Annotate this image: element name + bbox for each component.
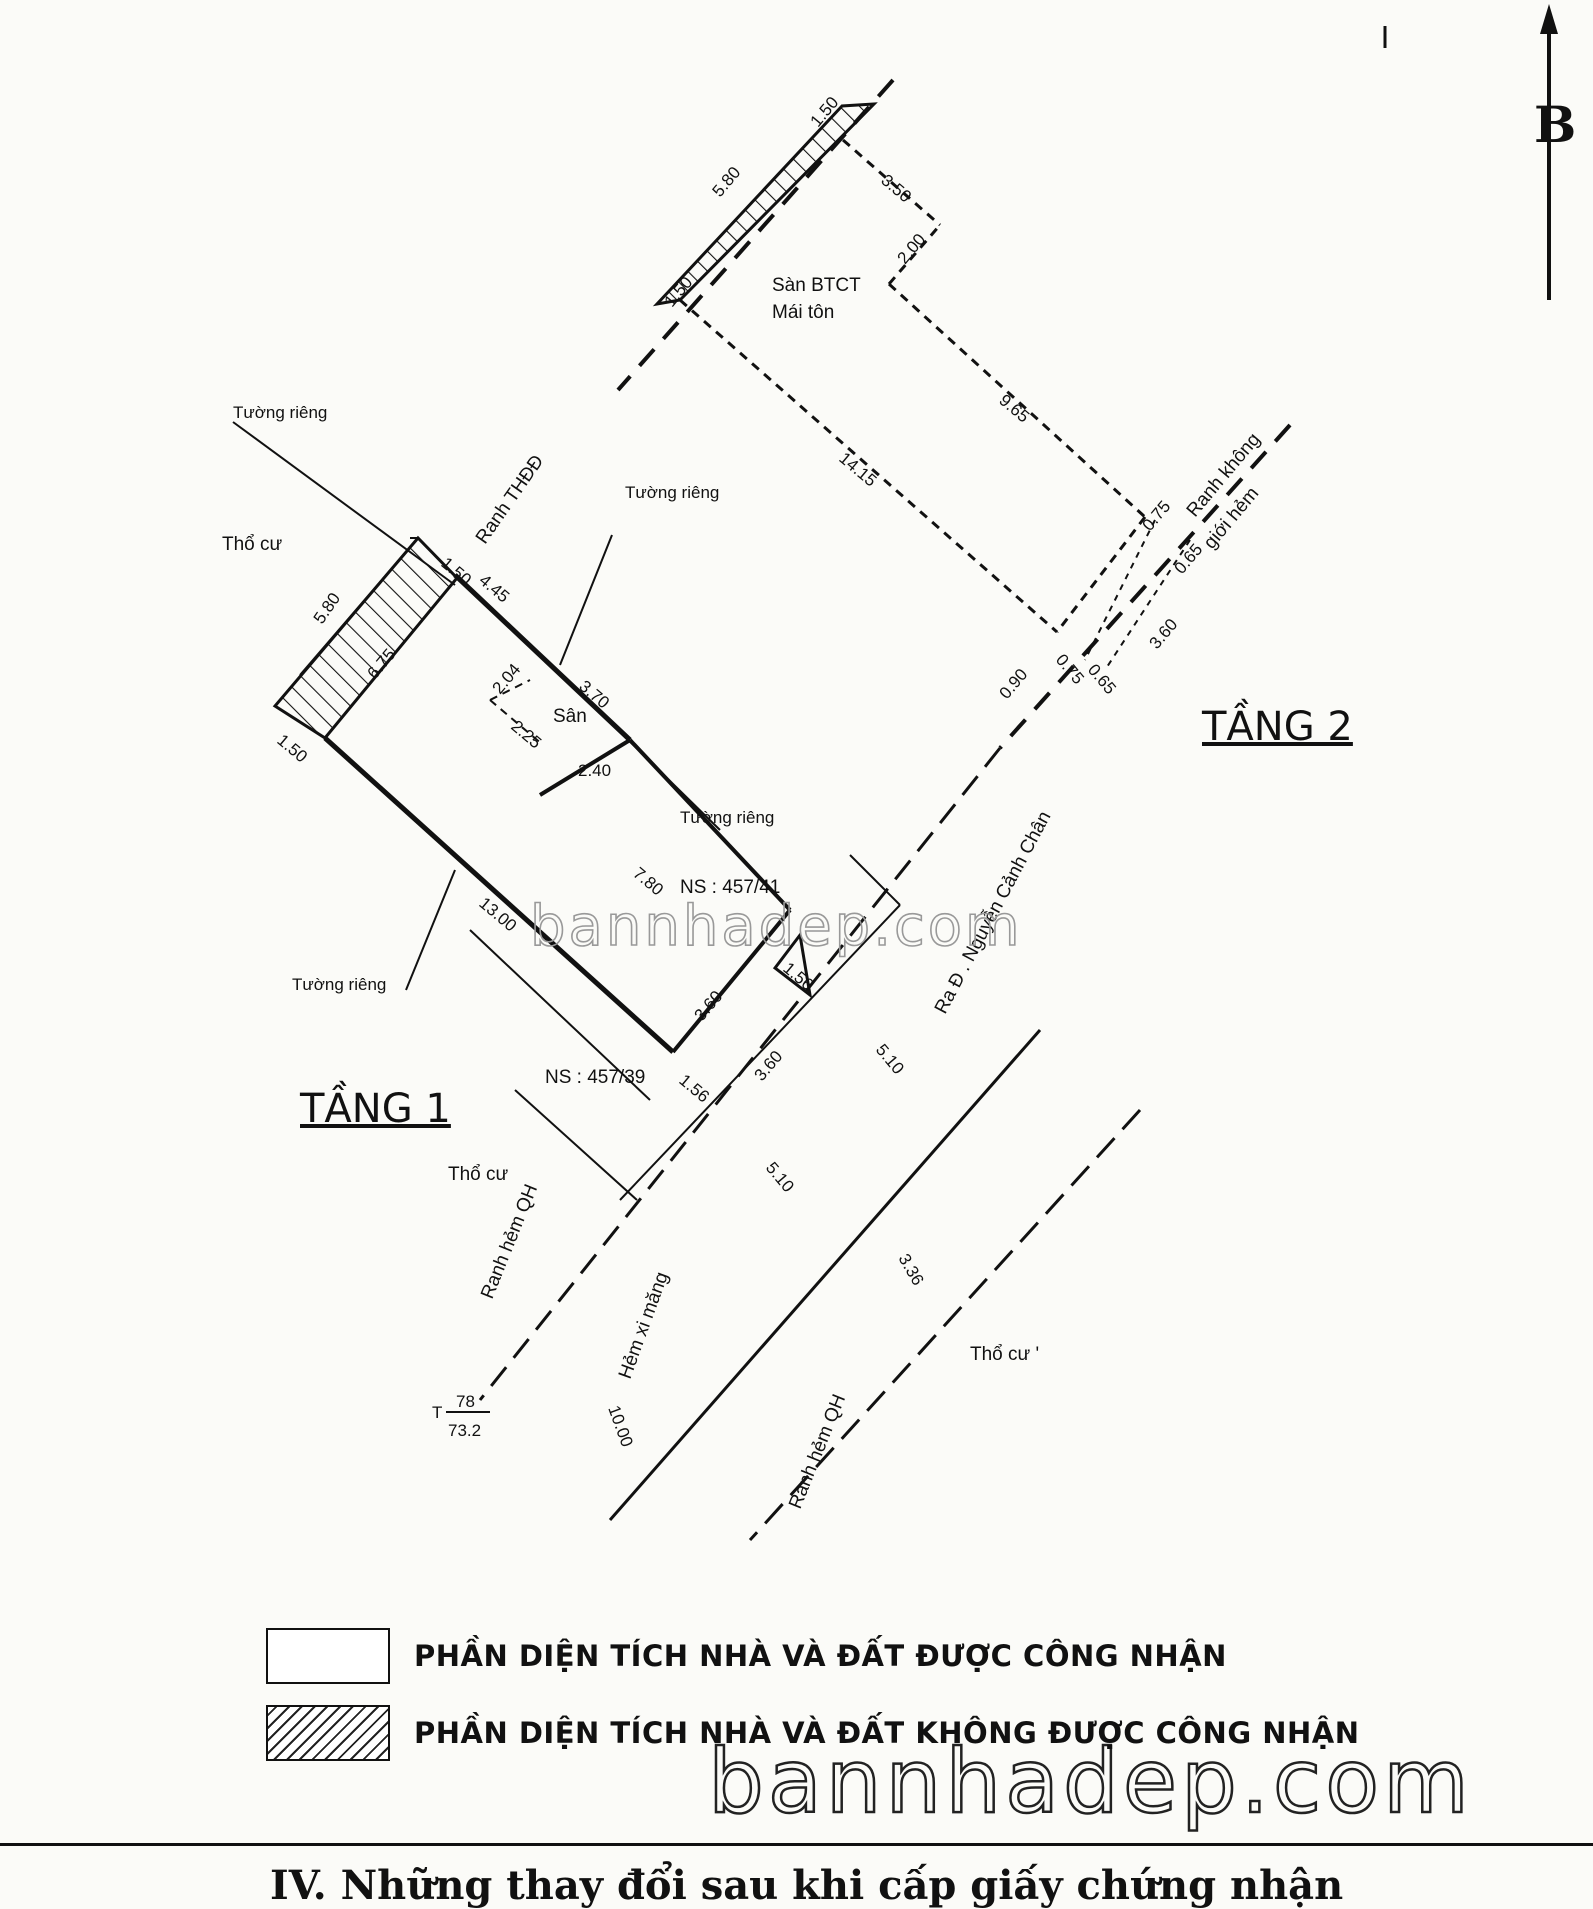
dim-240: 2.40 — [578, 761, 611, 780]
label-tuong-rieng-1: Tường riêng — [233, 403, 327, 422]
label-ns2: NS : 457/39 — [545, 1067, 645, 1088]
north-arrow — [1540, 4, 1558, 300]
dim-204: 2.04 — [489, 660, 525, 698]
dim-065b: 0.65 — [1084, 660, 1120, 698]
dim-965: 9.65 — [995, 391, 1033, 427]
dim-1000: 10.00 — [604, 1403, 636, 1449]
label-ns1: NS : 457/41 — [680, 877, 780, 898]
label-mai-ton: Mái tôn — [772, 302, 834, 323]
dim-580a: 5.80 — [709, 163, 745, 201]
label-ranh-thdd: Ranh THĐĐ — [472, 451, 548, 548]
label-san-btct: Sàn BTCT — [772, 275, 861, 296]
dim-200: 2.00 — [894, 230, 930, 268]
dim-065a: 0.65 — [1171, 540, 1207, 578]
floor-label-tang1: TẦNG 1 — [299, 1080, 451, 1132]
label-tho-cu-3: Thổ cư ' — [970, 1344, 1039, 1365]
dim-360a: 3.60 — [1146, 615, 1182, 653]
dim-156a: 1.56 — [779, 959, 817, 995]
elevation-t: T — [432, 1403, 442, 1422]
dim-1415: 14.15 — [835, 449, 880, 491]
dim-075a: 0.75 — [1139, 497, 1175, 535]
label-hem-xi-mang: Hẻm xi măng — [615, 1269, 673, 1381]
label-tuong-rieng-4: Tường riêng — [292, 975, 386, 994]
floor-label-tang2: TẦNG 2 — [1201, 698, 1353, 750]
legend-recognized: PHẦN DIỆN TÍCH NHÀ VÀ ĐẤT ĐƯỢC CÔNG NHẬN — [266, 1628, 1227, 1684]
hatched-area-tang1 — [272, 535, 460, 740]
dim-336: 3.36 — [895, 1251, 928, 1289]
legend-not-recognized: PHẦN DIỆN TÍCH NHÀ VÀ ĐẤT KHÔNG ĐƯỢC CÔN… — [266, 1705, 1359, 1761]
dim-510a: 5.10 — [872, 1040, 908, 1078]
label-tuong-rieng-3: Tường riêng — [680, 808, 774, 827]
hatched-area-tang2 — [652, 102, 878, 307]
north-letter: B — [1534, 95, 1576, 154]
label-ranh-hem-qh-2: Ranh hẻm QH — [785, 1391, 850, 1511]
legend-recognized-text: PHẦN DIỆN TÍCH NHÀ VÀ ĐẤT ĐƯỢC CÔNG NHẬN — [414, 1639, 1227, 1673]
dim-510b: 5.10 — [762, 1158, 798, 1196]
tang1-plan — [232, 421, 1142, 1542]
label-tho-cu-2: Thổ cư — [448, 1164, 509, 1185]
legend-swatch-blank — [266, 1628, 390, 1684]
label-tho-cu-1: Thổ cư — [222, 534, 283, 555]
watermark-bottom: bannhadep.com — [708, 1730, 1473, 1833]
tang2-plan — [616, 78, 1292, 750]
dim-1300: 13.00 — [475, 894, 520, 936]
dim-360c: 3.60 — [751, 1047, 787, 1085]
label-tuong-rieng-2: Tường riêng — [625, 483, 719, 502]
legend-not-recognized-text: PHẦN DIỆN TÍCH NHÀ VÀ ĐẤT KHÔNG ĐƯỢC CÔN… — [414, 1716, 1360, 1750]
watermark-center: bannhadep.com — [530, 894, 1023, 959]
dim-090: 0.90 — [996, 665, 1032, 703]
dim-156b: 1.56 — [675, 1071, 713, 1107]
dim-075b: 0.75 — [1052, 650, 1088, 688]
footer-rule — [0, 1843, 1593, 1846]
elevation-top: 78 — [456, 1392, 475, 1411]
elevation-bottom: 73.2 — [448, 1421, 481, 1440]
label-san: Sân — [553, 706, 587, 727]
elevation-marker: T 78 73.2 — [432, 1392, 490, 1440]
footer-caption: IV. Những thay đổi sau khi cấp giấy chứn… — [270, 1862, 1344, 1909]
dim-580b: 5.80 — [310, 589, 345, 627]
label-ranh-hem-qh-1: Ranh hẻm QH — [477, 1181, 542, 1301]
dim-225: 2.25 — [507, 717, 545, 753]
dim-150d: 1.50 — [273, 731, 311, 767]
legend-swatch-hatched — [266, 1705, 390, 1761]
